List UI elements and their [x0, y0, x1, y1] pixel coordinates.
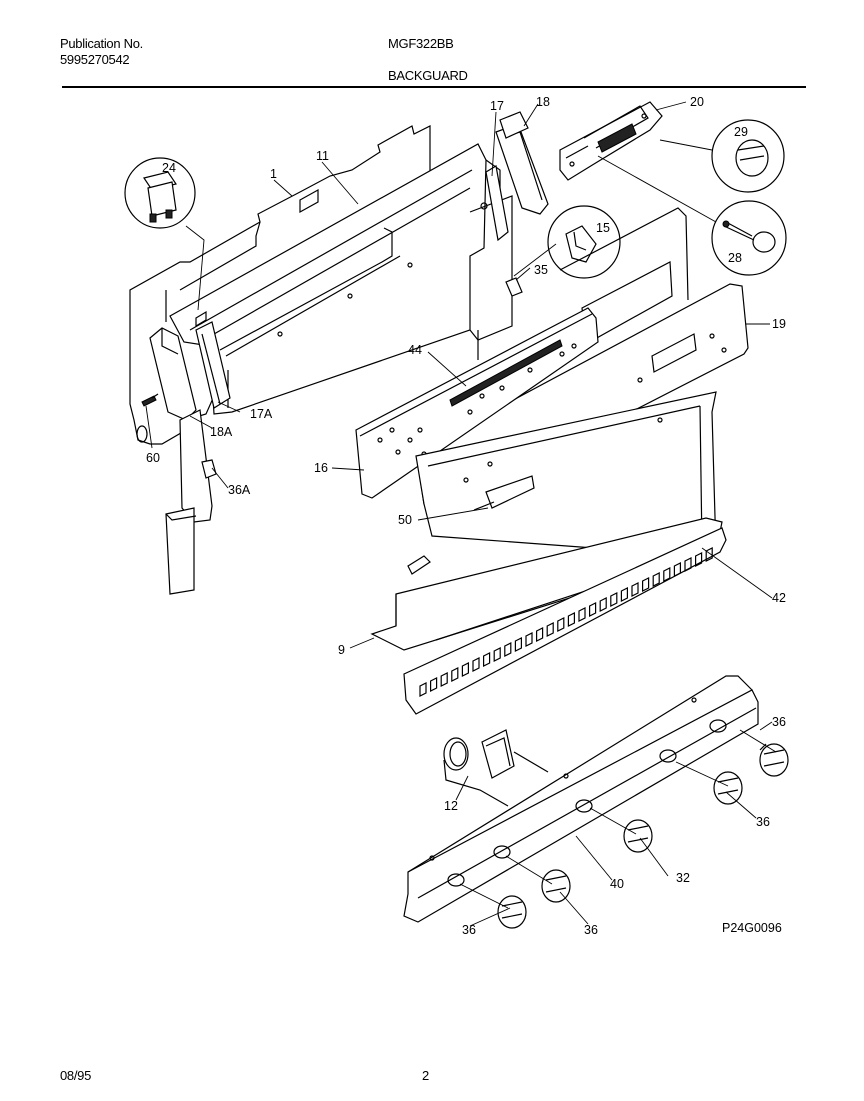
callout-44: 44 [408, 343, 422, 357]
drawing-id: P24G0096 [722, 921, 782, 935]
callout-9: 9 [338, 643, 345, 657]
callout-36-right-mid: 36 [756, 815, 770, 829]
callout-18a: 18A [210, 425, 233, 439]
publication-label: Publication No. [60, 36, 143, 51]
callout-18: 18 [536, 95, 550, 109]
part-screw-60 [141, 393, 159, 407]
louver-slot [461, 662, 469, 677]
part-clock-bracket [559, 101, 663, 181]
knob-36-bottom-mid [541, 869, 571, 903]
louver-slot [610, 592, 618, 607]
louver-slot [695, 552, 703, 567]
model-number: MGF322BB [388, 36, 454, 51]
part-louver-strip-42 [403, 527, 727, 715]
callout-19: 19 [772, 317, 786, 331]
knob-36-right-mid [713, 771, 743, 805]
louver-slot [536, 627, 544, 642]
louver-slot [557, 617, 565, 632]
louver-slot [440, 672, 448, 687]
publication-number: 5995270542 [60, 52, 130, 67]
part-lower-panel-40 [403, 675, 759, 923]
callout-40: 40 [610, 877, 624, 891]
callout-15: 15 [596, 221, 610, 235]
callout-36a: 36A [228, 483, 251, 497]
callout-50: 50 [398, 513, 412, 527]
callout-36-bottom-left: 36 [462, 923, 476, 937]
callout-29: 29 [734, 125, 748, 139]
footer-date: 08/95 [60, 1068, 92, 1083]
part-right-endcap [480, 111, 549, 242]
footer-page-number: 2 [422, 1068, 429, 1083]
callout-28: 28 [728, 251, 742, 265]
header-rule [62, 86, 806, 88]
part-strip-44 [449, 339, 563, 407]
louver-slot [652, 572, 660, 587]
callout-12: 12 [444, 799, 458, 813]
louver-slot [684, 557, 692, 572]
callout-17a: 17A [250, 407, 273, 421]
callout-60: 60 [146, 451, 160, 465]
callout-20: 20 [690, 95, 704, 109]
louver-slot [546, 622, 554, 637]
detail-bubble-knob-29 [711, 119, 785, 193]
callout-11: 11 [316, 149, 329, 163]
detail-bubble-clip-15 [547, 205, 621, 279]
louver-slot [504, 642, 512, 657]
callout-36-right-top: 36 [772, 715, 786, 729]
louver-slot [589, 602, 597, 617]
louver-slot [705, 547, 713, 562]
callout-24: 24 [162, 161, 176, 175]
louver-slot [430, 677, 438, 692]
louver-slot [472, 657, 480, 672]
louver-slot [525, 632, 533, 647]
callout-42: 42 [772, 591, 786, 605]
callout-32: 32 [676, 871, 690, 885]
knob-32 [623, 819, 653, 853]
louver-slot [567, 612, 575, 627]
louver-slot [578, 607, 586, 622]
callout-35: 35 [534, 263, 548, 277]
part-thermostat-12 [443, 729, 549, 807]
part-top-frame [169, 143, 513, 415]
louver-slot [493, 647, 501, 662]
louver-slot [451, 667, 459, 682]
callout-16: 16 [314, 461, 328, 475]
knob-36-top-right [759, 743, 789, 777]
louver-slot [514, 637, 522, 652]
louver-slot [483, 652, 491, 667]
louver-slot [663, 567, 671, 582]
leader-lines [145, 101, 777, 927]
callout-17: 17 [490, 99, 504, 113]
part-left-endcap [136, 321, 231, 595]
louver-slot [599, 597, 607, 612]
louver-slot [419, 682, 427, 697]
knob-36-bottom-left [497, 895, 527, 929]
louver-slot [631, 582, 639, 597]
louver-slot [673, 562, 681, 577]
callout-1: 1 [270, 167, 277, 181]
louver-slot [642, 577, 650, 592]
callout-36-bottom-mid: 36 [584, 923, 598, 937]
detail-bubble-knob-28 [711, 200, 787, 276]
section-title: BACKGUARD [388, 68, 468, 83]
louver-slot [620, 587, 628, 602]
part-clip-35 [505, 277, 523, 297]
callout-labels: 1 11 24 17 18 20 29 28 15 35 19 44 17A 1… [146, 95, 786, 937]
detail-bubble-switch [124, 157, 196, 229]
